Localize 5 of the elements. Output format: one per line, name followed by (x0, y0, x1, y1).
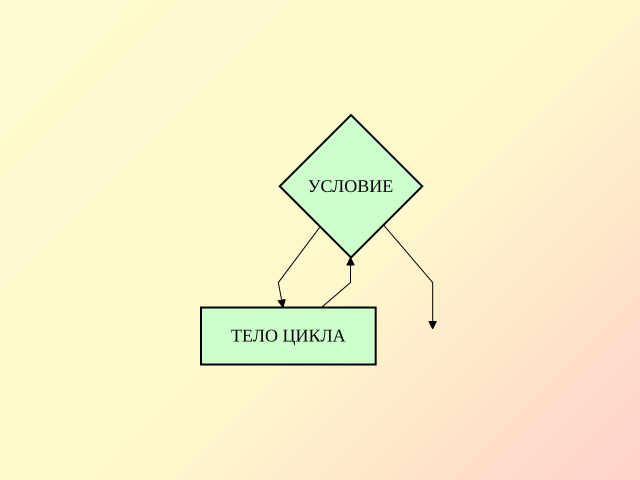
arrow (276, 226, 320, 308)
arrow (320, 257, 355, 308)
arrow (382, 224, 437, 330)
node-box: ТЕЛО ЦИКЛА (200, 306, 376, 366)
node-diamond: УСЛОВИЕ (278, 114, 424, 260)
